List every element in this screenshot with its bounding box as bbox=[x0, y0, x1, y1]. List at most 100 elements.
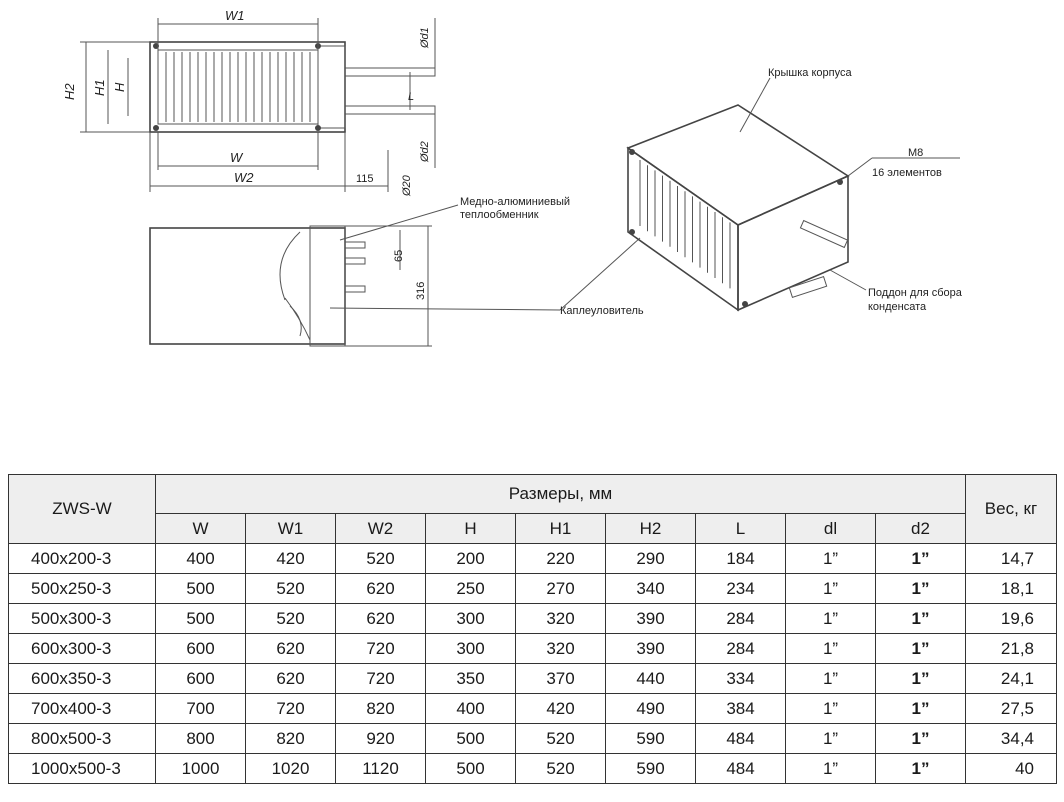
cell-w: 800 bbox=[155, 723, 246, 754]
cell-h: 200 bbox=[425, 543, 516, 574]
cell-h1: 320 bbox=[515, 633, 606, 664]
cell-h: 400 bbox=[425, 693, 516, 724]
dim-w-label: W bbox=[230, 150, 244, 165]
cell-h2: 490 bbox=[605, 693, 696, 724]
dimensions-group-header: Размеры, мм bbox=[155, 474, 966, 514]
side-view: 65 316 bbox=[149, 225, 432, 347]
model-cell: 500x300-3 bbox=[8, 603, 156, 634]
cell-w1: 620 bbox=[245, 663, 336, 694]
weight-cell: 19,6 bbox=[965, 603, 1057, 634]
cell-w: 500 bbox=[155, 603, 246, 634]
weight-cell: 24,1 bbox=[965, 663, 1057, 694]
cell-w2: 820 bbox=[335, 693, 426, 724]
cell-h: 500 bbox=[425, 753, 516, 784]
cell-w1: 820 bbox=[245, 723, 336, 754]
cell-dl: 1” bbox=[785, 633, 876, 664]
column-header: d2 bbox=[875, 513, 966, 544]
column-header: H2 bbox=[605, 513, 696, 544]
front-view: H2 H1 H W1 W W2 115 L Ød1 Ød2 Ø20 bbox=[62, 8, 436, 197]
cell-w1: 420 bbox=[245, 543, 336, 574]
column-header: W2 bbox=[335, 513, 426, 544]
label-heat-exchanger-2: теплообменник bbox=[460, 209, 539, 221]
dim-d1-label: Ød1 bbox=[419, 27, 431, 49]
dim-h-label: H bbox=[112, 82, 127, 92]
cell-dl: 1” bbox=[785, 543, 876, 574]
dim-d2-label: Ød2 bbox=[419, 141, 431, 163]
model-cell: 400x200-3 bbox=[8, 543, 156, 574]
column-header: W1 bbox=[245, 513, 336, 544]
cell-h2: 590 bbox=[605, 723, 696, 754]
label-m8-count: 16 элементов bbox=[872, 167, 942, 179]
cell-w: 500 bbox=[155, 573, 246, 604]
cell-dl: 1” bbox=[785, 603, 876, 634]
cell-w2: 720 bbox=[335, 633, 426, 664]
model-cell: 600x350-3 bbox=[8, 663, 156, 694]
model-cell: 500x250-3 bbox=[8, 573, 156, 604]
weight-cell: 21,8 bbox=[965, 633, 1057, 664]
cell-h2: 390 bbox=[605, 633, 696, 664]
cell-d2: 1” bbox=[875, 603, 966, 634]
model-cell: 600x300-3 bbox=[8, 633, 156, 664]
cell-d2: 1” bbox=[875, 543, 966, 574]
cell-h1: 520 bbox=[515, 753, 606, 784]
cell-w2: 620 bbox=[335, 573, 426, 604]
weight-cell: 40 bbox=[965, 753, 1057, 784]
cell-l: 334 bbox=[695, 663, 786, 694]
label-m8: M8 bbox=[908, 147, 923, 159]
column-header: W bbox=[155, 513, 246, 544]
cell-w1: 720 bbox=[245, 693, 336, 724]
model-cell: 1000x500-3 bbox=[8, 753, 156, 784]
model-cell: 700x400-3 bbox=[8, 693, 156, 724]
cell-d2: 1” bbox=[875, 723, 966, 754]
cell-dl: 1” bbox=[785, 753, 876, 784]
weight-cell: 27,5 bbox=[965, 693, 1057, 724]
label-heat-exchanger-1: Медно-алюминиевый bbox=[460, 196, 570, 208]
cell-h1: 220 bbox=[515, 543, 606, 574]
isometric-view bbox=[626, 104, 850, 312]
model-cell: 800x500-3 bbox=[8, 723, 156, 754]
cell-h1: 520 bbox=[515, 723, 606, 754]
cell-h1: 320 bbox=[515, 603, 606, 634]
label-tray-2: конденсата bbox=[868, 301, 927, 313]
cell-w2: 720 bbox=[335, 663, 426, 694]
cell-w1: 520 bbox=[245, 603, 336, 634]
cell-h2: 590 bbox=[605, 753, 696, 784]
cell-l: 384 bbox=[695, 693, 786, 724]
cell-h1: 420 bbox=[515, 693, 606, 724]
cell-h1: 370 bbox=[515, 663, 606, 694]
cell-w2: 620 bbox=[335, 603, 426, 634]
cell-dl: 1” bbox=[785, 693, 876, 724]
technical-drawing: H2 H1 H W1 W W2 115 L Ød1 Ød2 Ø20 65 316… bbox=[62, 8, 963, 347]
cell-dl: 1” bbox=[785, 723, 876, 754]
column-header: dl bbox=[785, 513, 876, 544]
cell-h: 500 bbox=[425, 723, 516, 754]
weight-cell: 14,7 bbox=[965, 543, 1057, 574]
cell-w2: 1120 bbox=[335, 753, 426, 784]
cell-l: 234 bbox=[695, 573, 786, 604]
cell-w2: 920 bbox=[335, 723, 426, 754]
cell-d2: 1” bbox=[875, 633, 966, 664]
weight-header: Вес, кг bbox=[965, 474, 1057, 544]
cell-w: 700 bbox=[155, 693, 246, 724]
cell-h: 250 bbox=[425, 573, 516, 604]
dim-l-label: L bbox=[408, 91, 414, 103]
column-header: H1 bbox=[515, 513, 606, 544]
cell-d2: 1” bbox=[875, 693, 966, 724]
cell-d2: 1” bbox=[875, 573, 966, 604]
cell-l: 484 bbox=[695, 723, 786, 754]
cell-w: 400 bbox=[155, 543, 246, 574]
cell-l: 484 bbox=[695, 753, 786, 784]
cell-w2: 520 bbox=[335, 543, 426, 574]
dim-65-label: 65 bbox=[393, 250, 405, 262]
header-row-1: ZWS-W Размеры, мм Вес, кг bbox=[8, 474, 1057, 544]
weight-cell: 34,4 bbox=[965, 723, 1057, 754]
cell-w1: 620 bbox=[245, 633, 336, 664]
